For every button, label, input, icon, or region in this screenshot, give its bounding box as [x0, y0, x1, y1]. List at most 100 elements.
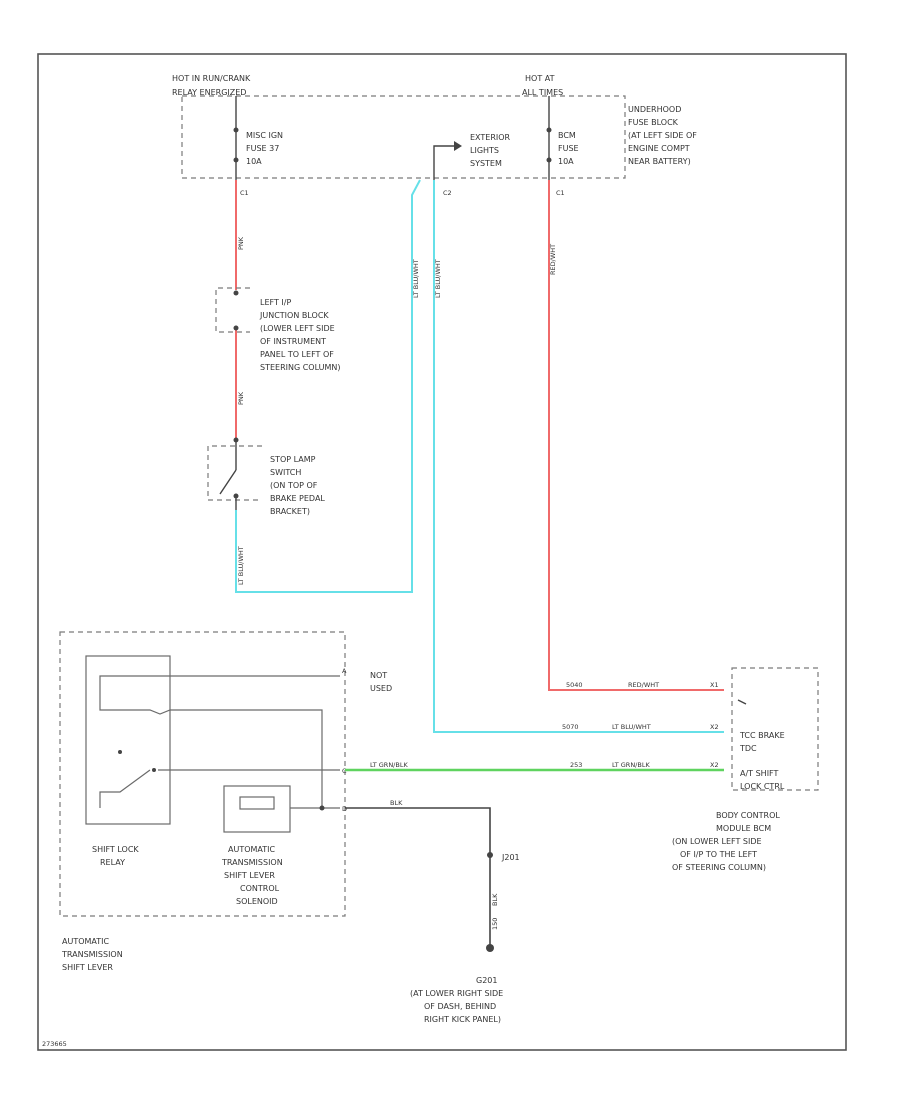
svg-text:G201: G201	[476, 976, 497, 985]
solenoid-coil	[239, 796, 275, 810]
wire-label-lt-blu-a: LT BLU/WHT	[412, 259, 420, 298]
relay-switch	[99, 750, 340, 808]
drawing-code: 273665	[42, 1040, 67, 1048]
svg-text:TRANSMISSION: TRANSMISSION	[61, 950, 123, 959]
wire-lt-blue-switch	[235, 179, 421, 593]
hot-run-crank-label: HOT IN RUN/CRANK	[172, 74, 251, 83]
svg-text:(ON TOP OF: (ON TOP OF	[270, 481, 318, 490]
svg-text:ENGINE COMPT: ENGINE COMPT	[628, 144, 690, 153]
svg-text:SWITCH: SWITCH	[270, 468, 301, 477]
svg-text:SOLENOID: SOLENOID	[236, 897, 278, 906]
bcm-pin-label: X2	[710, 723, 719, 731]
svg-text:STEERING COLUMN): STEERING COLUMN)	[260, 363, 341, 372]
svg-text:OF STEERING COLUMN): OF STEERING COLUMN)	[672, 863, 766, 872]
bcm-pin-label: X2	[710, 761, 719, 769]
svg-text:SHIFT LEVER: SHIFT LEVER	[224, 871, 275, 880]
svg-text:LIGHTS: LIGHTS	[470, 146, 499, 155]
svg-text:MODULE BCM: MODULE BCM	[716, 824, 771, 833]
svg-text:OF DASH, BEHIND: OF DASH, BEHIND	[424, 1002, 496, 1011]
svg-text:SYSTEM: SYSTEM	[470, 159, 502, 168]
svg-text:(AT LOWER RIGHT SIDE: (AT LOWER RIGHT SIDE	[410, 989, 503, 998]
shift-lever-outline	[59, 631, 346, 917]
pin-label: D	[342, 805, 347, 813]
svg-text:JUNCTION BLOCK: JUNCTION BLOCK	[259, 311, 329, 320]
svg-text:AUTOMATIC: AUTOMATIC	[228, 845, 276, 854]
svg-text:SHIFT LEVER: SHIFT LEVER	[62, 963, 113, 972]
svg-text:FUSE 37: FUSE 37	[246, 144, 279, 153]
svg-text:LOCK CTRL: LOCK CTRL	[740, 782, 785, 791]
wire-label-bcm-blu: LT BLU/WHT	[612, 723, 651, 731]
svg-text:BCM: BCM	[558, 131, 576, 140]
ground-g201-label: G201 (AT LOWER RIGHT SIDE OF DASH, BEHIN…	[410, 976, 503, 1024]
svg-text:STOP LAMP: STOP LAMP	[270, 455, 316, 464]
svg-text:MISC IGN: MISC IGN	[246, 131, 283, 140]
hot-all-times-label-2: ALL TIMES	[522, 88, 563, 97]
svg-text:RELAY: RELAY	[100, 858, 125, 867]
svg-text:RIGHT KICK PANEL): RIGHT KICK PANEL)	[424, 1015, 501, 1024]
stop-lamp-switch-outline	[207, 445, 262, 501]
shift-lock-relay-box	[85, 655, 171, 825]
svg-text:OF I/P TO THE LEFT: OF I/P TO THE LEFT	[680, 850, 757, 859]
svg-text:FUSE: FUSE	[558, 144, 579, 153]
wire-label-relay-blk: BLK	[390, 799, 403, 807]
wire-label-bcm-grn: LT GRN/BLK	[612, 761, 650, 769]
wire-label-circ-blk: 150	[491, 918, 499, 930]
misc-ign-fuse: MISC IGN FUSE 37 10A	[233, 96, 283, 180]
wire-label-relay-grn: LT GRN/BLK	[370, 761, 408, 769]
wire-label-circ-grn: 253	[570, 761, 582, 769]
wire-label-lt-blu-switch: LT BLU/WHT	[237, 546, 245, 585]
wire-label-ground-blk: BLK	[491, 893, 499, 906]
shift-lever-label: AUTOMATIC TRANSMISSION SHIFT LEVER	[61, 937, 123, 972]
svg-text:(ON LOWER LEFT SIDE: (ON LOWER LEFT SIDE	[672, 837, 762, 846]
exterior-lights-system: EXTERIOR LIGHTS SYSTEM	[433, 133, 511, 180]
bcm-pin-label: X1	[710, 681, 719, 689]
svg-text:FUSE BLOCK: FUSE BLOCK	[628, 118, 679, 127]
stop-lamp-switch-label: STOP LAMP SWITCH (ON TOP OF BRAKE PEDAL …	[270, 455, 325, 516]
wire-black-ground	[345, 807, 491, 945]
svg-text:BRACKET): BRACKET)	[270, 507, 310, 516]
left-junction-block-label: LEFT I/P JUNCTION BLOCK (LOWER LEFT SIDE…	[259, 298, 341, 372]
wire-label-circ-blu: 5070	[562, 723, 579, 731]
svg-text:PANEL TO LEFT OF: PANEL TO LEFT OF	[260, 350, 334, 359]
splice-j201	[487, 852, 493, 858]
relay-coil-path	[99, 675, 340, 808]
svg-text:10A: 10A	[246, 157, 262, 166]
junction-terminal	[233, 290, 239, 296]
pin-label: A	[342, 667, 347, 675]
wire-label-bcm-red: RED/WHT	[628, 681, 659, 689]
not-used-label-2: USED	[370, 684, 392, 693]
wire-label-lt-blu-b: LT BLU/WHT	[434, 259, 442, 298]
solenoid-splice	[319, 805, 325, 811]
diagram-frame	[37, 53, 847, 1051]
svg-text:AUTOMATIC: AUTOMATIC	[62, 937, 110, 946]
pin-label: C1	[240, 189, 249, 197]
svg-text:BRAKE PEDAL: BRAKE PEDAL	[270, 494, 325, 503]
underhood-fuse-block-label: UNDERHOOD FUSE BLOCK (AT LEFT SIDE OF EN…	[628, 105, 697, 166]
wire-label-pnk: PNK	[237, 391, 245, 405]
svg-text:TRANSMISSION: TRANSMISSION	[221, 858, 283, 867]
stop-lamp-switch	[219, 437, 239, 510]
svg-text:TDC: TDC	[739, 744, 757, 753]
ground-g201-symbol	[486, 944, 494, 952]
svg-text:(LOWER LEFT SIDE: (LOWER LEFT SIDE	[260, 324, 335, 333]
underhood-fuse-block-outline	[181, 95, 626, 179]
pin-label: C2	[443, 189, 452, 197]
pin-label: C1	[556, 189, 565, 197]
svg-text:EXTERIOR: EXTERIOR	[470, 133, 511, 142]
svg-text:BODY CONTROL: BODY CONTROL	[716, 811, 780, 820]
wire-label-pnk: PNK	[237, 236, 245, 250]
svg-text:A/T SHIFT: A/T SHIFT	[740, 769, 779, 778]
splice-j201-label: J201	[501, 853, 520, 862]
wire-label-circ-red: 5040	[566, 681, 583, 689]
svg-text:SHIFT LOCK: SHIFT LOCK	[92, 845, 139, 854]
wire-label-red-wht: RED/WHT	[549, 244, 557, 275]
not-used-label: NOT	[370, 671, 387, 680]
solenoid-box	[223, 785, 291, 833]
pin-label: C	[342, 767, 347, 775]
hot-run-crank-label-2: RELAY ENERGIZED	[172, 88, 246, 97]
junction-terminal	[233, 325, 239, 331]
svg-text:TCC BRAKE: TCC BRAKE	[739, 731, 785, 740]
left-junction-block-outline	[215, 287, 250, 333]
bcm-pin-names: TCC BRAKE TDC A/T SHIFT LOCK CTRL	[739, 731, 785, 791]
